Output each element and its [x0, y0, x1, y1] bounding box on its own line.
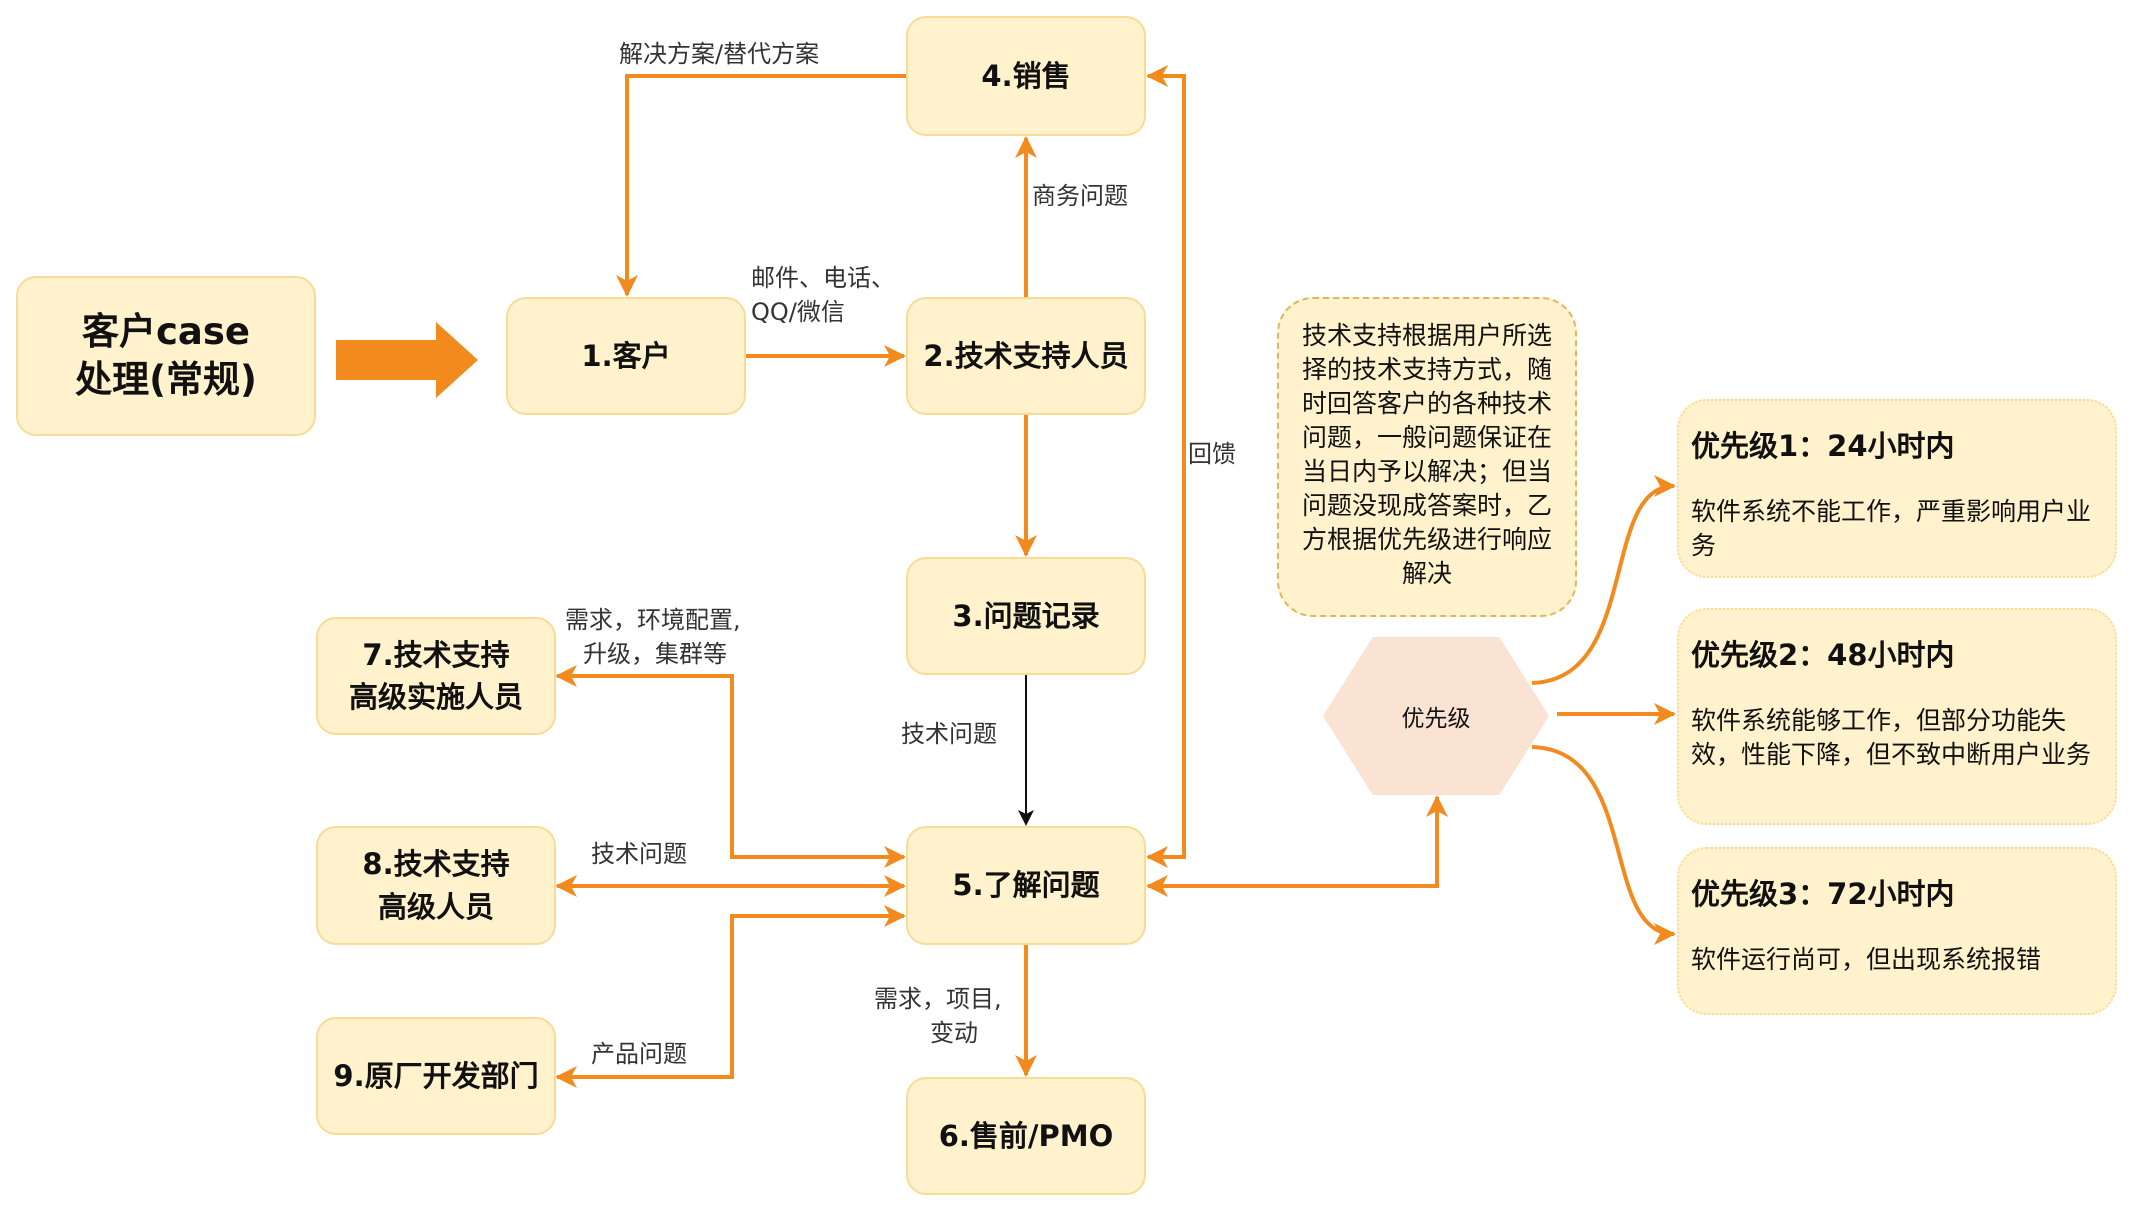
priority-card-1: 优先级1：24小时内 软件系统不能工作，严重影响用户业务 — [1677, 399, 2117, 578]
node-label: 4.销售 — [981, 58, 1071, 93]
node-senior-support[interactable]: 8.技术支持高级人员 — [316, 826, 556, 945]
label-presale-2: 变动 — [930, 1017, 978, 1050]
support-note: 技术支持根据用户所选择的技术支持方式，随时回答客户的各种技术问题，一般问题保证在… — [1277, 297, 1577, 617]
node-label: 6.售前/PMO — [938, 1118, 1114, 1153]
label-solution: 解决方案/替代方案 — [619, 38, 820, 71]
label-presale-1: 需求，项目, — [874, 983, 1002, 1016]
node-label: 9.原厂开发部门 — [333, 1058, 539, 1093]
edge-understand-to-n9 — [555, 905, 906, 1088]
edge-understand-to-priority — [1146, 795, 1448, 897]
edge-sales-to-customer — [616, 74, 906, 297]
label-tech-issue-8: 技术问题 — [591, 840, 687, 868]
label-product-issue: 产品问题 — [591, 1040, 687, 1068]
node-tech-support[interactable]: 2.技术支持人员 — [906, 297, 1146, 415]
node-senior-implementer[interactable]: 7.技术支持高级实施人员 — [316, 617, 556, 735]
priority-desc: 软件运行尚可，但出现系统报错 — [1691, 945, 2042, 974]
priority-title: 优先级2：48小时内 — [1691, 638, 1955, 672]
label-contact-2: QQ/微信 — [751, 298, 845, 326]
big-arrow — [336, 322, 478, 398]
priority-card-2: 优先级2：48小时内 软件系统能够工作，但部分功能失效，性能下降，但不致中断用户… — [1677, 608, 2117, 825]
edge-priority-1 — [1531, 475, 1676, 685]
node-presale-pmo[interactable]: 6.售前/PMO — [906, 1077, 1146, 1195]
priority-title: 优先级3：72小时内 — [1691, 877, 1955, 911]
priority-desc: 软件系统能够工作，但部分功能失效，性能下降，但不致中断用户业务 — [1691, 706, 2092, 769]
node-label: 3.问题记录 — [952, 598, 1100, 633]
node-vendor-dev[interactable]: 9.原厂开发部门 — [316, 1017, 556, 1135]
label-feedback: 回馈 — [1188, 440, 1236, 468]
priority-hub-label: 优先级 — [1401, 706, 1471, 732]
title-line-1: 客户case — [81, 309, 250, 353]
node-label-line-2: 高级人员 — [377, 889, 494, 924]
node-label-line-2: 高级实施人员 — [348, 680, 523, 714]
priority-card-3: 优先级3：72小时内 软件运行尚可，但出现系统报错 — [1677, 847, 2117, 1015]
node-label: 2.技术支持人员 — [923, 338, 1129, 373]
label-req-2: 升级，集群等 — [583, 640, 727, 668]
node-label: 1.客户 — [581, 338, 671, 373]
label-contact-1: 邮件、电话、 — [751, 264, 895, 292]
label-tech-issue: 技术问题 — [901, 718, 997, 751]
priority-desc: 软件系统不能工作，严重影响用户业务 — [1691, 497, 2092, 560]
node-issue-record[interactable]: 3.问题记录 — [906, 557, 1146, 675]
node-label-line-1: 7.技术支持 — [362, 637, 510, 672]
node-customer[interactable]: 1.客户 — [506, 297, 746, 415]
node-label: 5.了解问题 — [952, 868, 1100, 903]
label-business: 商务问题 — [1032, 180, 1128, 213]
title-line-2: 处理(常规) — [75, 358, 257, 401]
edge-priority-3 — [1531, 745, 1676, 945]
node-label-line-1: 8.技术支持 — [362, 847, 510, 882]
priority-hub[interactable]: 优先级 — [1323, 637, 1549, 795]
label-req-1: 需求，环境配置, — [565, 606, 741, 634]
edge-understand-to-n7 — [555, 665, 906, 868]
title-box: 客户case 处理(常规) — [16, 276, 316, 436]
priority-title: 优先级1：24小时内 — [1691, 429, 1955, 463]
node-sales[interactable]: 4.销售 — [906, 16, 1146, 136]
edge-feedback — [1146, 65, 1186, 868]
node-understand-issue[interactable]: 5.了解问题 — [906, 826, 1146, 945]
